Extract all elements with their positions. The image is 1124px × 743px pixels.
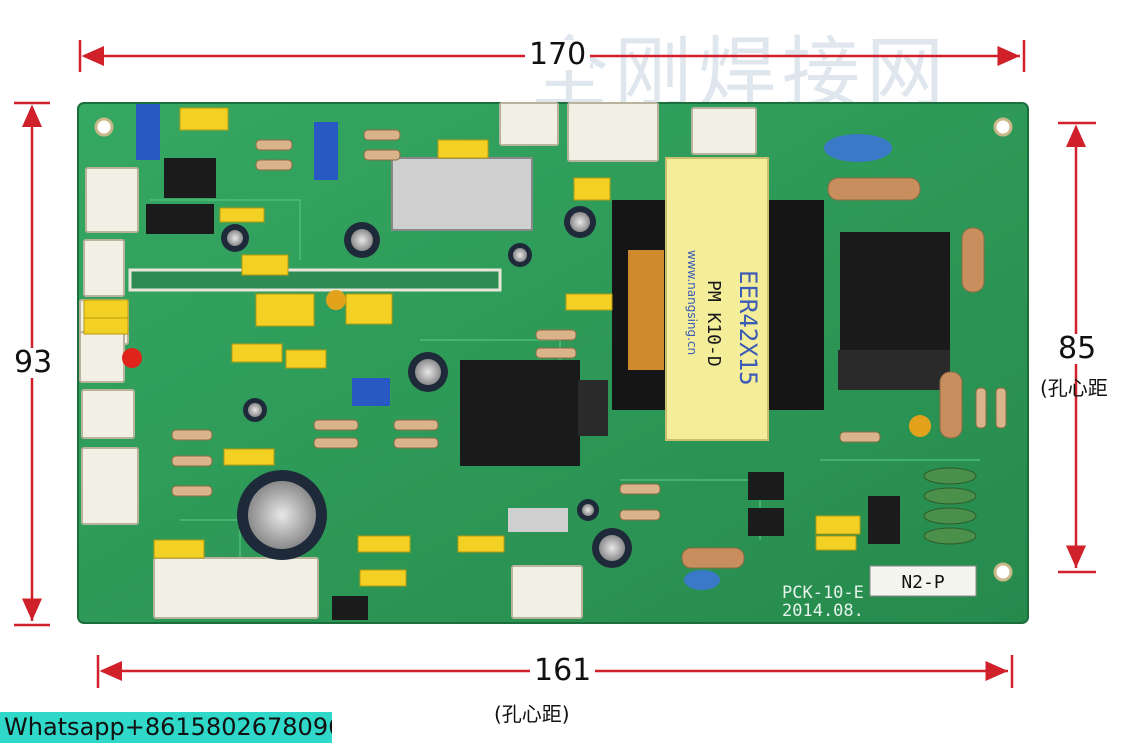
width-bottom-label: 161: [530, 656, 596, 686]
mounting-hole: [993, 117, 1013, 137]
board-date-text: 2014.08.: [782, 601, 864, 621]
width-bottom-note: (孔心距): [494, 702, 570, 726]
potentiometers: [136, 104, 390, 406]
version-sticker: [869, 565, 977, 597]
ceramic-capacitor: [326, 290, 346, 310]
led: [122, 348, 142, 368]
disc-capacitor: [684, 570, 720, 590]
film-capacitors: [83, 107, 861, 587]
height-right-note: (孔心距: [1040, 376, 1108, 400]
ceramic-capacitor: [909, 415, 931, 437]
top-connectors: [499, 102, 757, 162]
bottom-connectors: [153, 557, 583, 619]
transformer-sub-label: PM K10-D: [703, 280, 724, 367]
transformer-url-label: www.nangsing.cn: [685, 250, 699, 355]
integrated-circuits: [146, 158, 900, 620]
daughter-board: [128, 268, 502, 292]
transformer: EER42X15 PM K10-D www.nangsing.cn: [612, 157, 824, 441]
height-right-label: 85: [1054, 334, 1101, 364]
version-label: N2-P: [901, 572, 945, 593]
disc-capacitor: [824, 134, 892, 162]
mounting-hole: [993, 562, 1013, 582]
mounting-hole: [94, 117, 114, 137]
circuit-board: EER42X15 PM K10-D www.nangsing.cn: [77, 102, 1029, 624]
contact-banner: Whatsapp+8615802678096: [0, 712, 332, 743]
heat-sinks: [391, 157, 950, 466]
transformer-label: EER42X15: [734, 270, 762, 386]
resistors: [171, 129, 1007, 569]
board-model-text: PCK-10-E: [782, 583, 864, 603]
green-capacitors: [923, 467, 977, 545]
height-left-label: 93: [10, 348, 57, 378]
electrolytic-capacitors: [221, 206, 632, 568]
width-top-label: 170: [525, 40, 591, 70]
